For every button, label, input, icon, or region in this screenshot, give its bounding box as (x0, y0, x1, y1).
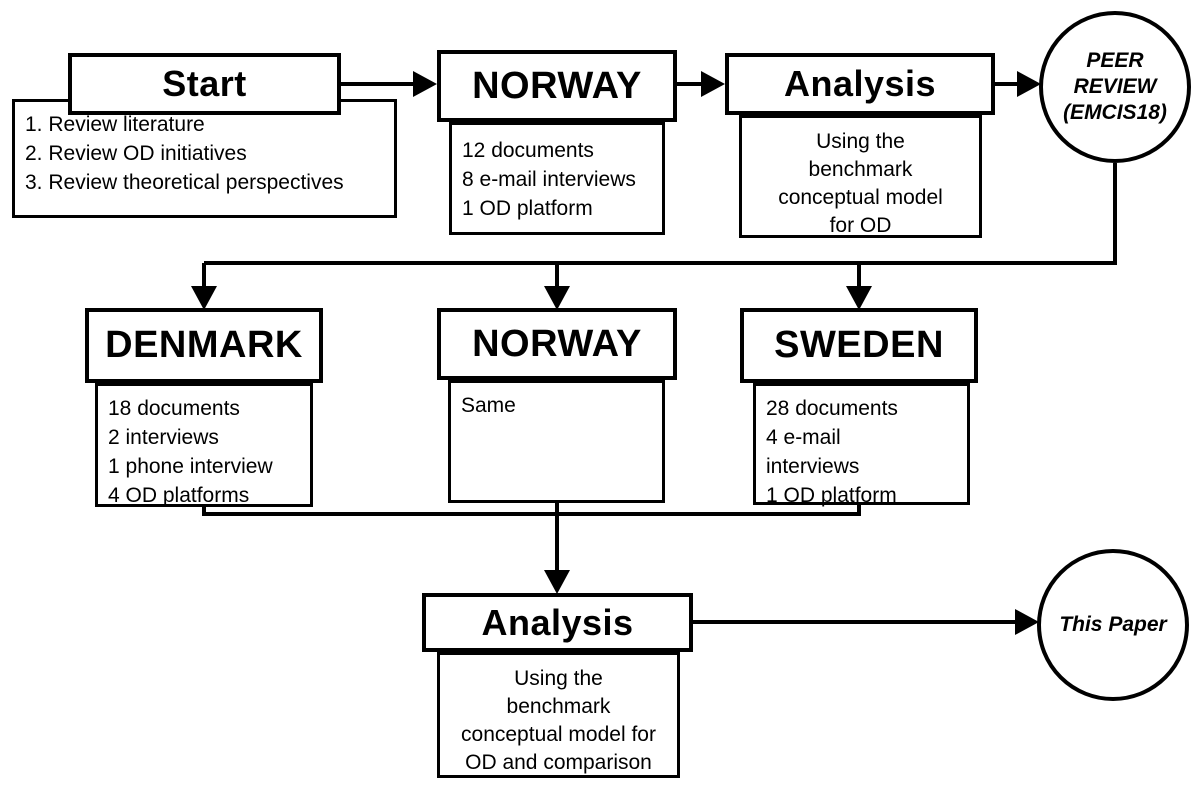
arrowhead-into-norway-mid (544, 286, 570, 310)
analysis-top-line-3: conceptual model (778, 186, 943, 209)
analysis-bottom-line-4: OD and comparison (465, 751, 652, 774)
arrowhead-into-sweden (846, 286, 872, 310)
analysis-top-line-4: for OD (829, 214, 892, 237)
denmark-item-3: 1 phone interview (108, 455, 273, 478)
analysis-bottom-title: Analysis (481, 601, 634, 643)
norway-top-box: NORWAY (437, 50, 677, 122)
start-item-1: 1. Review literature (25, 113, 205, 136)
norway-top-item-1: 12 documents (462, 139, 594, 162)
arrowhead-into-norway-top (413, 71, 437, 97)
analysis-bottom-box: Analysis (422, 593, 693, 652)
sweden-box: SWEDEN (740, 308, 978, 383)
sweden-item-1: 28 documents (766, 397, 898, 420)
start-details-box: 1. Review literature 2. Review OD initia… (12, 99, 397, 218)
peer-review-line-1: PEER (1086, 49, 1144, 72)
denmark-item-1: 18 documents (108, 397, 240, 420)
norway-top-item-2: 8 e-mail interviews (462, 168, 636, 191)
sweden-item-3: interviews (766, 455, 860, 478)
start-box: Start (68, 53, 341, 115)
denmark-item-2: 2 interviews (108, 426, 219, 449)
this-paper-label: This Paper (1059, 613, 1167, 636)
analysis-bottom-line-2: benchmark (506, 695, 611, 718)
arrowhead-into-peer-review (1017, 71, 1041, 97)
start-title: Start (162, 63, 247, 104)
denmark-item-4: 4 OD platforms (108, 484, 250, 507)
norway-mid-details-box: Same (448, 380, 665, 503)
sweden-title: SWEDEN (774, 324, 944, 366)
analysis-top-line-2: benchmark (808, 158, 913, 181)
norway-top-details-box: 12 documents 8 e-mail interviews 1 OD pl… (449, 122, 665, 235)
analysis-top-details-box: Using the benchmark conceptual model for… (739, 115, 982, 238)
analysis-bottom-details-box: Using the benchmark conceptual model for… (437, 652, 680, 778)
norway-mid-box: NORWAY (437, 308, 677, 380)
norway-mid-title: NORWAY (472, 322, 642, 365)
norway-mid-item-1: Same (461, 394, 516, 417)
peer-review-line-2: REVIEW (1073, 75, 1157, 98)
sweden-item-4: 1 OD platform (766, 484, 897, 507)
sweden-details-box: 28 documents 4 e-mail interviews 1 OD pl… (753, 383, 970, 507)
start-item-2: 2. Review OD initiatives (25, 142, 247, 165)
arrowhead-into-analysis-top (701, 71, 725, 97)
analysis-top-box: Analysis (725, 53, 995, 115)
sweden-item-2: 4 e-mail (766, 426, 841, 449)
arrowhead-into-analysis-bottom (544, 570, 570, 594)
denmark-title: DENMARK (105, 324, 303, 366)
analysis-bottom-line-1: Using the (514, 667, 603, 690)
peer-review-circle: PEER REVIEW (EMCIS18) (1039, 11, 1191, 163)
norway-top-title: NORWAY (472, 64, 642, 107)
analysis-top-title: Analysis (783, 63, 937, 104)
arrowhead-into-this-paper (1015, 609, 1039, 635)
norway-top-item-3: 1 OD platform (462, 197, 593, 220)
this-paper-circle: This Paper (1037, 549, 1189, 701)
analysis-bottom-line-3: conceptual model for (461, 723, 656, 746)
analysis-top-line-1: Using the (816, 130, 905, 153)
arrowhead-into-denmark (191, 286, 217, 310)
denmark-box: DENMARK (85, 308, 323, 383)
denmark-details-box: 18 documents 2 interviews 1 phone interv… (95, 383, 313, 507)
start-item-3: 3. Review theoretical perspectives (25, 171, 344, 194)
peer-review-line-3: (EMCIS18) (1063, 101, 1167, 124)
